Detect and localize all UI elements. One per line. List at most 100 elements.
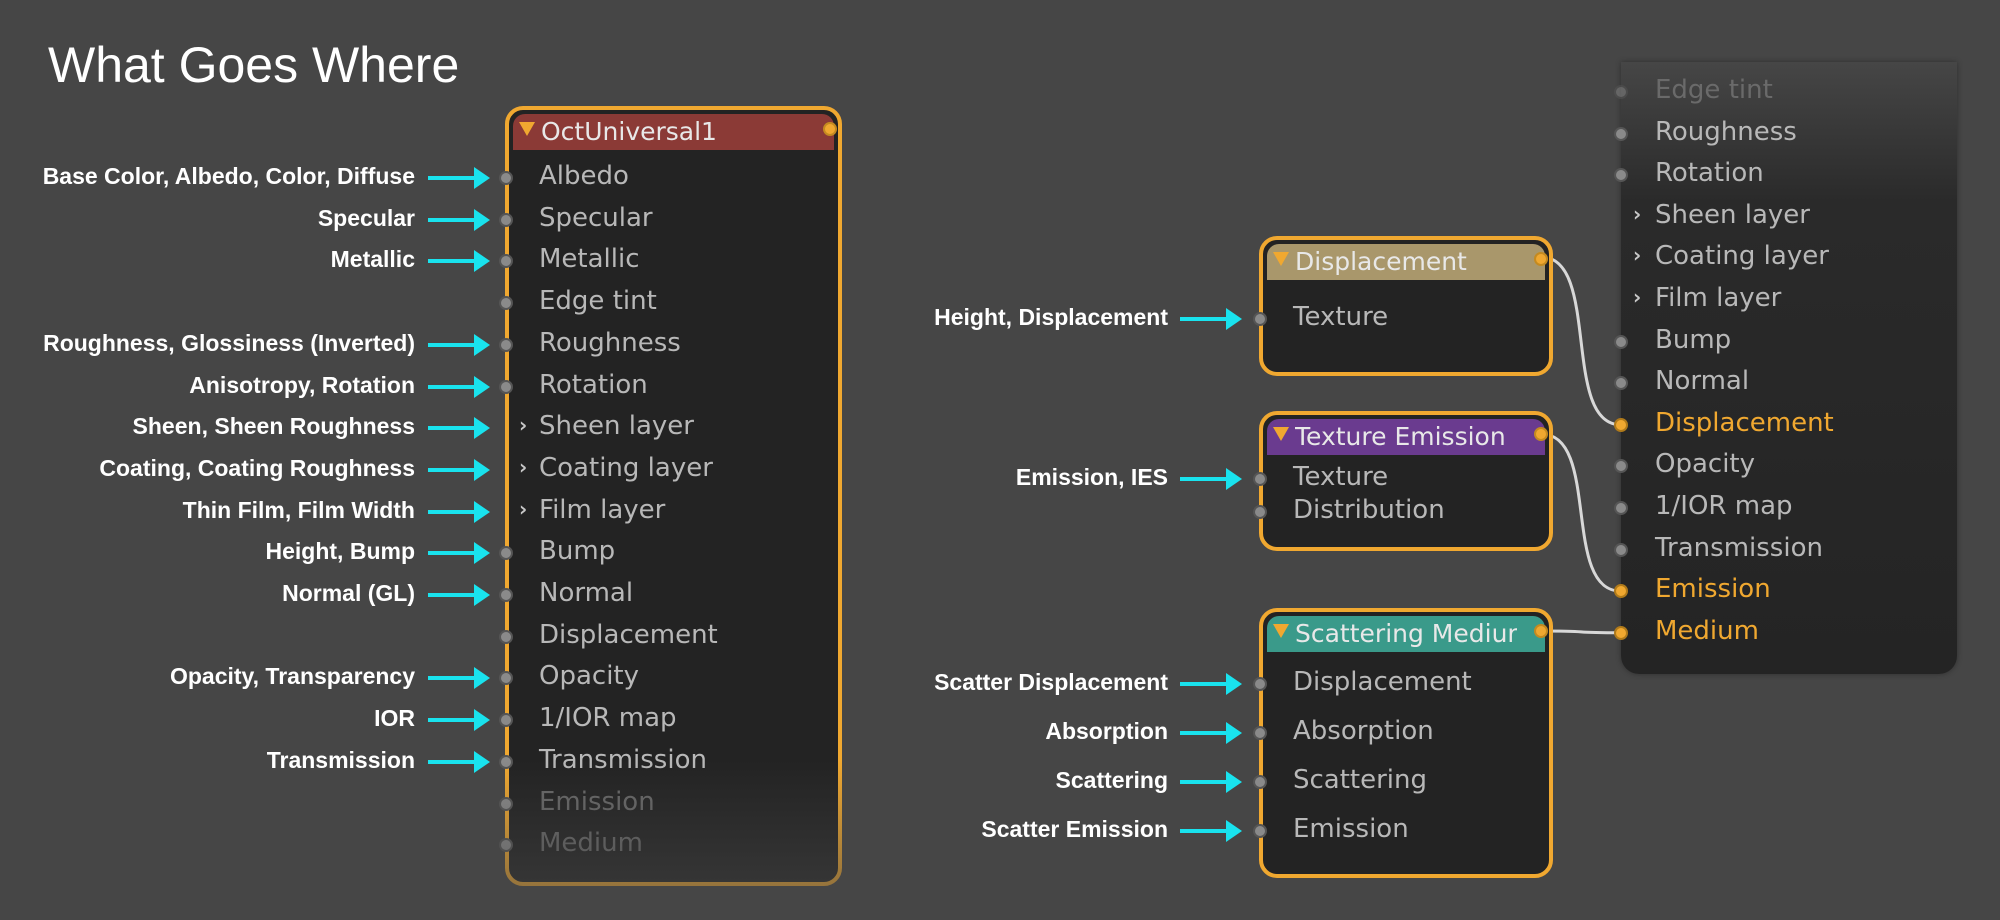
chevron-right-icon[interactable]: › bbox=[519, 454, 528, 479]
emission-node[interactable]: Texture Emission bbox=[1259, 411, 1553, 551]
port-label-opacity: Opacity bbox=[539, 661, 640, 692]
displacement-node-header[interactable]: Displacement bbox=[1267, 244, 1545, 280]
port-label-roughness: Roughness bbox=[539, 327, 681, 358]
port-label-coating-layer: Coating layer bbox=[1655, 241, 1829, 272]
annotation-label: Scatter Displacement bbox=[934, 669, 1168, 695]
cyan-arrow-icon bbox=[428, 667, 490, 690]
input-port[interactable] bbox=[1614, 168, 1628, 183]
input-port[interactable] bbox=[1253, 505, 1267, 519]
collapse-triangle-icon[interactable] bbox=[519, 122, 535, 136]
collapse-triangle-icon[interactable] bbox=[1273, 252, 1289, 266]
port-label-bump: Bump bbox=[1655, 324, 1732, 355]
annotation-label: Scattering bbox=[1055, 767, 1168, 793]
cyan-arrow-icon bbox=[428, 417, 490, 440]
port-label-normal: Normal bbox=[539, 578, 634, 608]
input-port[interactable] bbox=[1253, 775, 1267, 789]
input-port[interactable] bbox=[1614, 417, 1628, 432]
scatter-node-header[interactable]: Scattering Mediur bbox=[1267, 616, 1545, 652]
cyan-arrow-icon bbox=[428, 167, 490, 189]
input-port[interactable] bbox=[1614, 625, 1628, 640]
input-port[interactable] bbox=[499, 254, 513, 269]
annotation-label: Sheen, Sheen Roughness bbox=[132, 413, 415, 440]
annotation-label: Coating, Coating Roughness bbox=[99, 454, 415, 481]
port-label-1-ior-map: 1/IOR map bbox=[1655, 491, 1793, 521]
scatter-output-port[interactable] bbox=[1534, 624, 1548, 638]
annotation-label: Metallic bbox=[330, 246, 415, 273]
input-port[interactable] bbox=[499, 796, 513, 811]
input-port[interactable] bbox=[499, 379, 513, 394]
input-port[interactable] bbox=[499, 337, 513, 352]
displacement-node-title: Displacement bbox=[1295, 247, 1467, 276]
port-label-distribution: Distribution bbox=[1293, 495, 1445, 525]
input-port[interactable] bbox=[1253, 677, 1267, 691]
port-label-displacement: Displacement bbox=[1655, 407, 1834, 438]
input-port[interactable] bbox=[499, 296, 513, 311]
input-port[interactable] bbox=[499, 171, 513, 185]
input-port[interactable] bbox=[1253, 312, 1267, 326]
chevron-right-icon[interactable]: › bbox=[1633, 285, 1642, 309]
annotation-label: Emission, IES bbox=[1015, 464, 1168, 490]
port-label-scattering: Scattering bbox=[1293, 765, 1428, 795]
input-port[interactable] bbox=[1614, 85, 1628, 99]
displacement-node[interactable]: Displacement bbox=[1259, 236, 1553, 376]
collapse-triangle-icon[interactable] bbox=[1273, 624, 1289, 638]
annotation-label: Opacity, Transparency bbox=[169, 663, 415, 690]
input-port[interactable] bbox=[499, 754, 513, 769]
wire-medium bbox=[1540, 629, 1622, 635]
input-port[interactable] bbox=[1614, 126, 1628, 141]
scatter-node-title: Scattering Mediur bbox=[1295, 619, 1517, 648]
cyan-arrow-icon bbox=[428, 250, 490, 273]
port-label-edge-tint: Edge tint bbox=[539, 286, 657, 317]
emission-node-header[interactable]: Texture Emission bbox=[1267, 419, 1545, 455]
input-port[interactable] bbox=[1253, 726, 1267, 740]
port-label-displacement: Displacement bbox=[1293, 667, 1472, 697]
chevron-right-icon[interactable]: › bbox=[519, 413, 528, 438]
input-port[interactable] bbox=[499, 629, 513, 644]
port-label-albedo: Albedo bbox=[539, 161, 629, 191]
input-port[interactable] bbox=[1614, 334, 1628, 349]
scatter-node[interactable]: Scattering Mediur bbox=[1259, 608, 1553, 878]
port-label-emission: Emission bbox=[1293, 814, 1409, 844]
input-port[interactable] bbox=[499, 713, 513, 728]
input-port[interactable] bbox=[499, 212, 513, 227]
annotation-label: Transmission bbox=[266, 746, 415, 773]
annotation-label: Height, Bump bbox=[265, 538, 416, 565]
emission-output-port[interactable] bbox=[1534, 427, 1548, 441]
input-port[interactable] bbox=[1614, 376, 1628, 391]
input-port[interactable] bbox=[499, 546, 513, 561]
input-port[interactable] bbox=[1253, 824, 1267, 838]
cyan-arrow-icon bbox=[1180, 722, 1242, 744]
port-label-medium: Medium bbox=[539, 828, 643, 859]
input-port[interactable] bbox=[499, 671, 513, 686]
universal-output-port[interactable] bbox=[823, 122, 837, 136]
input-port[interactable] bbox=[1614, 459, 1628, 474]
chevron-right-icon[interactable]: › bbox=[1633, 201, 1642, 226]
collapse-triangle-icon[interactable] bbox=[1273, 427, 1289, 441]
port-label-specular: Specular bbox=[539, 202, 653, 233]
input-port[interactable] bbox=[1614, 542, 1628, 557]
input-port[interactable] bbox=[1614, 501, 1628, 515]
port-label-transmission: Transmission bbox=[1655, 532, 1823, 563]
cyan-arrow-icon bbox=[428, 750, 490, 773]
annotation-label: Thin Film, Film Width bbox=[182, 496, 415, 523]
universal-node[interactable]: OctUniversal1 bbox=[505, 106, 842, 886]
port-label-sheen-layer: Sheen layer bbox=[539, 411, 694, 442]
cyan-arrow-icon bbox=[1180, 308, 1242, 330]
input-port[interactable] bbox=[499, 588, 513, 602]
input-port[interactable] bbox=[1253, 472, 1267, 486]
chevron-right-icon[interactable]: › bbox=[1633, 243, 1642, 268]
annotation-label: Specular bbox=[317, 204, 415, 231]
cyan-arrow-icon bbox=[428, 542, 490, 565]
universal-node-header[interactable]: OctUniversal1 bbox=[513, 114, 834, 150]
displacement-output-port[interactable] bbox=[1534, 252, 1548, 266]
cyan-arrow-icon bbox=[428, 458, 490, 481]
annotation-label: Normal (GL) bbox=[282, 580, 415, 606]
cyan-arrow-icon bbox=[428, 208, 490, 231]
port-label-bump: Bump bbox=[539, 536, 616, 567]
chevron-right-icon[interactable]: › bbox=[519, 496, 528, 521]
input-port[interactable] bbox=[1614, 584, 1628, 599]
port-label-texture: Texture bbox=[1293, 302, 1389, 332]
annotation-label: Base Color, Albedo, Color, Diffuse bbox=[42, 163, 415, 189]
annotation-label: IOR bbox=[374, 705, 415, 732]
